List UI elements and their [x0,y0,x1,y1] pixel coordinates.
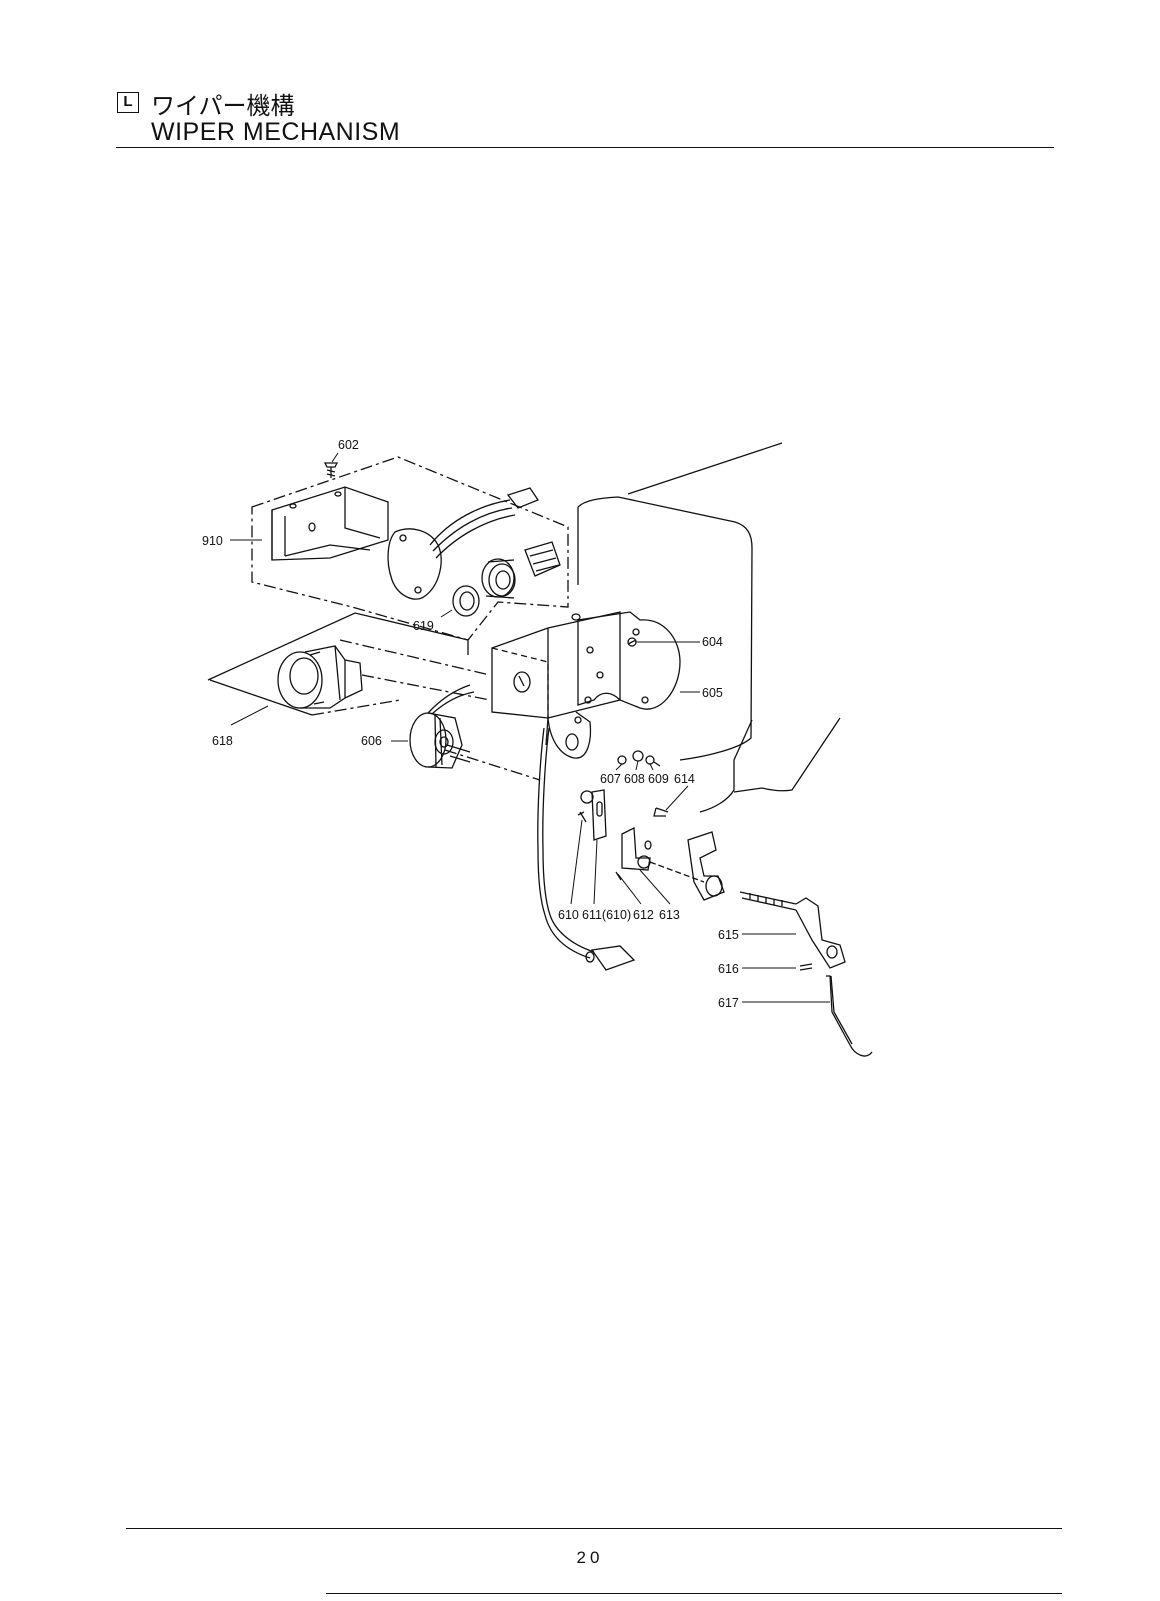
knob-618 [277,645,363,709]
part-labels: 602 910 619 618 606 604 605 607 608 609 … [202,438,739,1010]
label-613: 613 [659,908,680,922]
motor-606 [409,684,475,769]
center-lines [339,639,541,781]
assembly-910-boundary [251,456,569,641]
gear-knob [481,558,516,599]
screw-614 [653,807,669,817]
section-letter-box: L [117,92,139,113]
housing-box [491,611,621,719]
bracket-910 [271,486,389,561]
shaft-615 [739,891,846,969]
footer-rule [126,1528,1062,1529]
bracket-613 [649,831,725,901]
switch-plate-with-cable [387,487,539,600]
label-607: 607 [600,772,621,786]
screw-604 [627,637,637,647]
label-605: 605 [702,686,723,700]
plate-605 [577,611,681,710]
label-910: 910 [202,534,223,548]
wire-rod-617 [826,975,873,1057]
pin-616 [799,963,813,971]
washer-619 [452,585,480,617]
screw-610 [577,811,587,823]
label-614: 614 [674,772,695,786]
label-612: 612 [633,908,654,922]
header-rule [116,147,1054,148]
label-617: 617 [718,996,739,1010]
slotted-plate-611 [580,789,607,841]
machine-body-outline [577,442,841,813]
label-618: 618 [212,734,233,748]
label-619: 619 [413,619,434,633]
leader-lines [230,452,830,1003]
page-number: 20 [576,1548,604,1567]
label-608: 608 [624,772,645,786]
cable-harness [537,727,636,971]
label-616: 616 [718,962,739,976]
label-602: 602 [338,438,359,452]
assembly-618-boundary [207,612,469,716]
mounting-bracket [545,711,592,759]
label-611: 611(610) [582,908,631,922]
title-english: WIPER MECHANISM [151,118,401,146]
title-japanese: ワイパー機構 [151,92,295,120]
label-606: 606 [361,734,382,748]
label-609: 609 [648,772,669,786]
label-604: 604 [702,635,723,649]
label-610: 610 [558,908,579,922]
bracket-612 [615,826,652,881]
label-615: 615 [718,928,739,942]
washers-607-608-609 [617,750,661,767]
connector [524,541,561,577]
screw-602 [323,462,339,478]
footer-rule-secondary [326,1593,1062,1594]
